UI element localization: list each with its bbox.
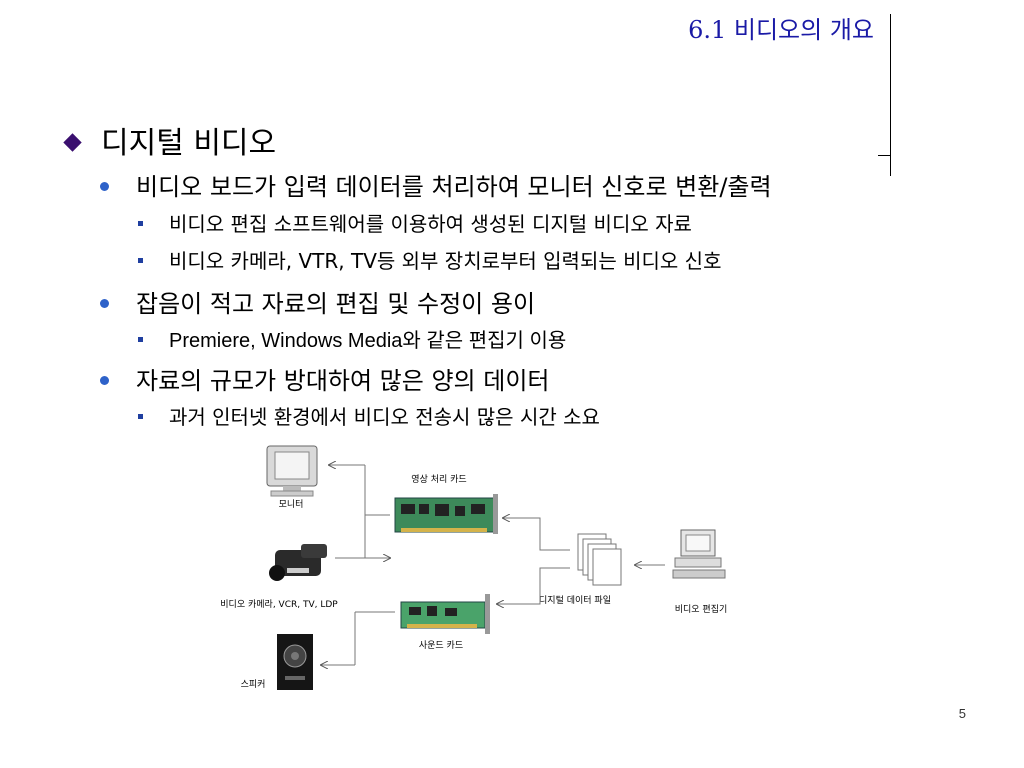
heading-item: 디지털 비디오 xyxy=(62,118,276,162)
camera-icon xyxy=(269,544,327,581)
page-number: 5 xyxy=(958,706,966,721)
editor-label: 비디오 편집기 xyxy=(675,603,728,615)
square-bullet-icon xyxy=(138,258,143,263)
bullet-item: 자료의 규모가 방대하여 많은 양의 데이터 xyxy=(100,361,550,396)
monitor-label: 모니터 xyxy=(279,499,304,510)
camera-label: 비디오 카메라, VCR, TV, LDP xyxy=(220,599,338,610)
file-stack-icon xyxy=(577,533,622,586)
bullet-item: 비디오 보드가 입력 데이터를 처리하여 모니터 신호로 변환/출력 xyxy=(100,167,772,202)
diagram-connectors xyxy=(321,465,665,665)
sub-bullet-text: Premiere, Windows Media와 같은 편집기 이용 xyxy=(169,330,567,352)
diamond-bullet-icon xyxy=(63,132,82,152)
sub-bullet-text: 비디오 카메라, VTR, TV등 외부 장치로부터 입력되는 비디오 신호 xyxy=(169,249,722,273)
slide-title: 6.1 비디오의 개요 xyxy=(688,16,874,44)
divider-tick xyxy=(878,155,890,156)
sub-bullet-text: 과거 인터넷 환경에서 비디오 전송시 많은 시간 소요 xyxy=(169,405,600,429)
sound-card-icon xyxy=(400,594,490,634)
bullet-item: 잡음이 적고 자료의 편집 및 수정이 용이 xyxy=(100,284,535,319)
video-system-diagram: 모니터 비디오 카메라, VCR, TV, LDP 스피커 영상 처리 카드 사… xyxy=(205,440,735,702)
sub-bullet-text: 비디오 편집 소프트웨어를 이용하여 생성된 디지털 비디오 자료 xyxy=(169,212,692,236)
sub-bullet-item: 과거 인터넷 환경에서 비디오 전송시 많은 시간 소요 xyxy=(138,401,600,430)
sub-bullet-item: 비디오 편집 소프트웨어를 이용하여 생성된 디지털 비디오 자료 xyxy=(138,208,692,237)
bullet-text: 잡음이 적고 자료의 편집 및 수정이 용이 xyxy=(136,290,536,318)
square-bullet-icon xyxy=(138,221,143,226)
monitor-icon xyxy=(266,445,318,497)
bullet-text: 비디오 보드가 입력 데이터를 처리하여 모니터 신호로 변환/출력 xyxy=(136,173,772,201)
video-card-label: 영상 처리 카드 xyxy=(411,473,466,485)
computer-icon xyxy=(672,529,726,579)
video-card-icon xyxy=(394,494,498,534)
dot-bullet-icon xyxy=(100,375,109,385)
heading-text: 디지털 비디오 xyxy=(101,126,277,161)
sub-bullet-item: Premiere, Windows Media와 같은 편집기 이용 xyxy=(138,324,566,353)
title-divider xyxy=(890,14,891,176)
speaker-icon xyxy=(277,634,313,690)
dot-bullet-icon xyxy=(100,181,109,191)
speaker-label: 스피커 xyxy=(241,679,266,690)
sound-card-label: 사운드 카드 xyxy=(419,640,463,651)
sub-bullet-item: 비디오 카메라, VTR, TV등 외부 장치로부터 입력되는 비디오 신호 xyxy=(138,245,721,274)
square-bullet-icon xyxy=(138,414,143,419)
square-bullet-icon xyxy=(138,337,143,343)
file-label: 디지털 데이터 파일 xyxy=(539,594,611,606)
dot-bullet-icon xyxy=(100,298,109,308)
bullet-text: 자료의 규모가 방대하여 많은 양의 데이터 xyxy=(136,367,550,395)
